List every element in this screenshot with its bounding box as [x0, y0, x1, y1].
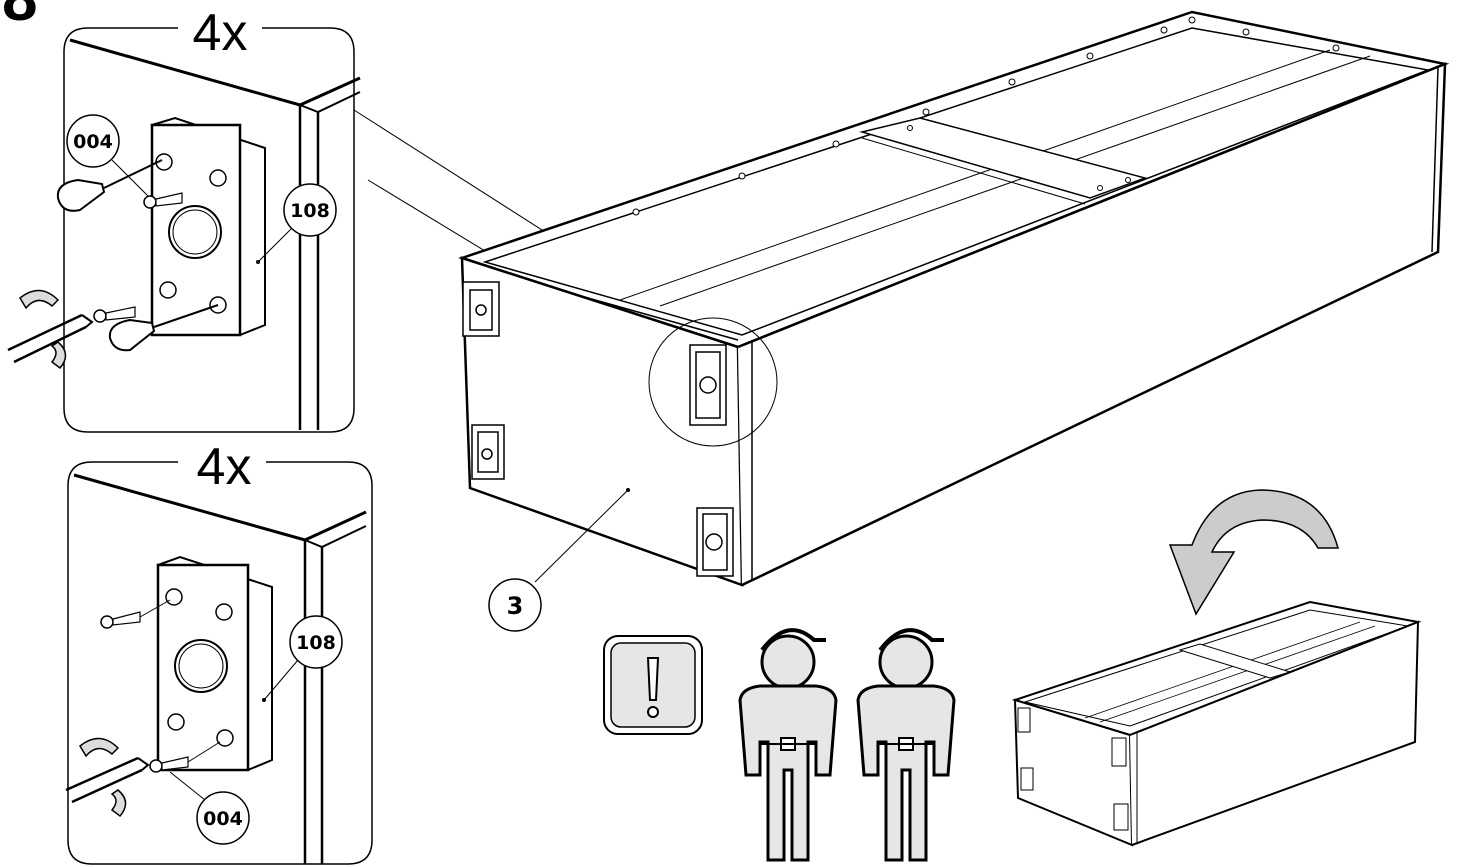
person-icon	[738, 628, 838, 862]
person-icon	[856, 628, 956, 862]
step-number: 8	[2, 0, 38, 34]
part-label-3: 3	[507, 592, 524, 620]
part-label-004-top: 004	[73, 131, 113, 153]
part-label-004-bottom: 004	[203, 808, 243, 830]
rotate-arrow-icon	[1168, 489, 1339, 616]
screwdriver-rotate-icon	[65, 737, 150, 818]
detail-panel-top: 4x	[7, 4, 361, 433]
screw-icon	[100, 599, 221, 773]
mounting-block	[150, 116, 266, 337]
cabinet-flipped	[1011, 600, 1422, 847]
exclamation-icon	[603, 635, 703, 735]
screwdriver-rotate-icon	[7, 289, 94, 370]
two-person-icon	[738, 628, 956, 862]
zoom-circle	[648, 317, 778, 447]
detail-panel-bottom: 4x 108	[65, 438, 373, 865]
cabinet-main: 3	[458, 10, 1450, 632]
part-label-108-top: 108	[290, 200, 330, 222]
screwdriver-handle-icon	[56, 159, 219, 352]
quantity-label-top: 4x	[193, 4, 248, 62]
quantity-label-bottom: 4x	[197, 438, 252, 496]
screw-icon	[93, 192, 183, 323]
mounting-block	[156, 555, 273, 772]
part-label-108-bottom: 108	[296, 632, 336, 654]
